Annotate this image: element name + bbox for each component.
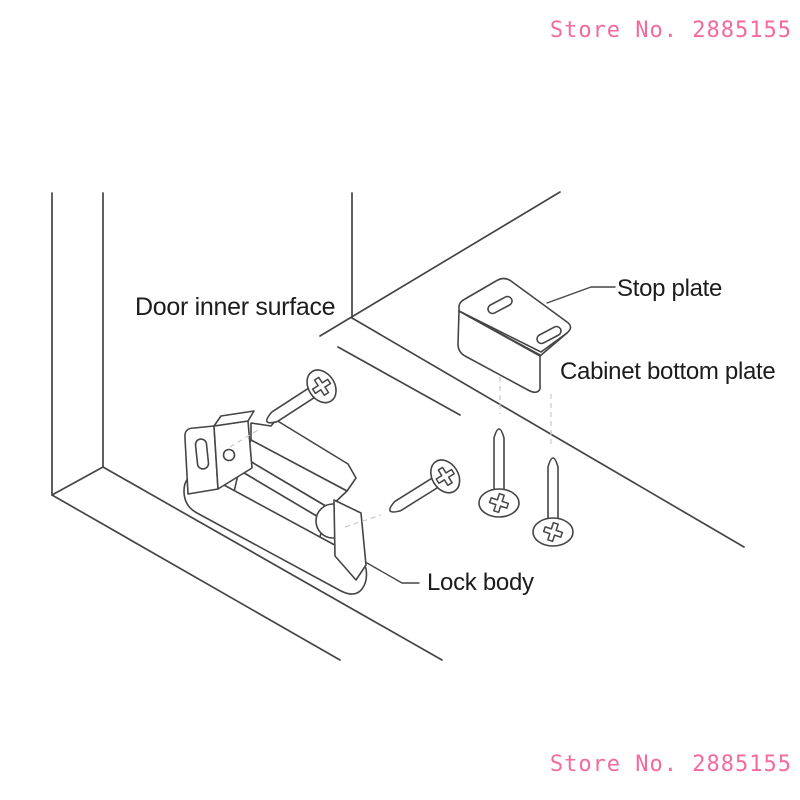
label-cabinet-bottom-plate: Cabinet bottom plate	[560, 358, 776, 385]
watermark-bottom: Store No. 2885155	[549, 752, 792, 777]
label-door-inner-surface: Door inner surface	[135, 293, 336, 321]
stop-plate-drawing	[457, 277, 572, 394]
label-stop-plate: Stop plate	[617, 275, 723, 302]
lock-body-drawing	[183, 410, 368, 595]
screw-vertical-left	[478, 428, 520, 518]
label-lock-body: Lock body	[427, 569, 534, 596]
door-outline	[51, 192, 443, 661]
screw-vertical-right	[532, 457, 574, 547]
label-leader-lines	[366, 286, 616, 584]
watermark-top: Store No. 2885155	[549, 18, 792, 43]
alignment-guide-lines	[229, 377, 552, 528]
screw-middle	[380, 453, 467, 527]
cabinet-outline	[319, 191, 745, 548]
